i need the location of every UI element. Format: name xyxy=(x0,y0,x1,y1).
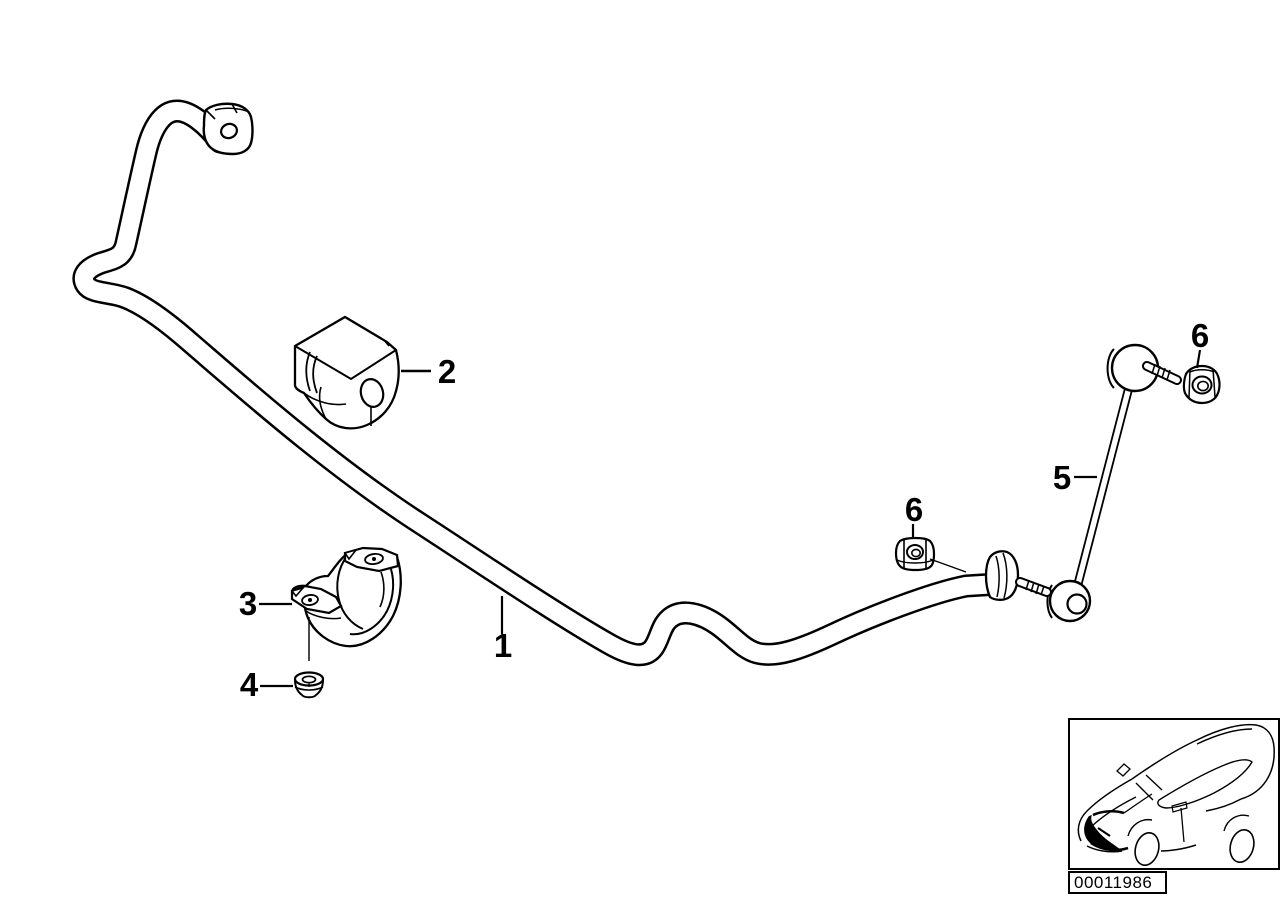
callout-label-6-right[interactable]: 6 xyxy=(1191,317,1209,354)
callout-leaders xyxy=(259,349,1202,688)
link-lower-stud xyxy=(1015,577,1052,597)
highlighted-front-area xyxy=(1084,809,1129,852)
car-rear-wheel xyxy=(1229,828,1255,864)
cap-plug-nut xyxy=(293,671,325,699)
hex-nut-left xyxy=(894,536,936,572)
callout-label-1[interactable]: 1 xyxy=(494,627,512,664)
stabilizer-bar-left-eyelet xyxy=(202,102,254,156)
callout-label-5[interactable]: 5 xyxy=(1053,459,1071,496)
callout-label-4[interactable]: 4 xyxy=(240,666,259,703)
stabilizer-link xyxy=(1015,343,1182,623)
car-mirror xyxy=(1116,763,1131,777)
callout-label-6-left[interactable]: 6 xyxy=(905,491,923,528)
car-front-wheel xyxy=(1134,831,1160,867)
callout-label-3[interactable]: 3 xyxy=(239,585,257,622)
car-thumbnail xyxy=(1077,723,1275,867)
image-code-box xyxy=(1068,871,1167,894)
clamp-bracket xyxy=(290,546,402,648)
hex-nut-right xyxy=(1182,364,1221,405)
callout-label-2[interactable]: 2 xyxy=(438,353,456,390)
rubber-mount-bushing xyxy=(293,315,400,430)
link-lower-ball-joint xyxy=(1046,579,1092,623)
bushing-bore-hole xyxy=(359,378,385,408)
leader-6-right xyxy=(1195,349,1202,369)
stabilizer-bar xyxy=(72,99,1010,667)
leader-6-left-to-bar xyxy=(929,558,967,573)
stabilizer-bar-right-eyelet xyxy=(984,550,1020,601)
link-upper-stud xyxy=(1142,361,1182,385)
car-location-inset: 00011986 xyxy=(1068,718,1280,894)
image-code: 00011986 xyxy=(1074,873,1152,892)
